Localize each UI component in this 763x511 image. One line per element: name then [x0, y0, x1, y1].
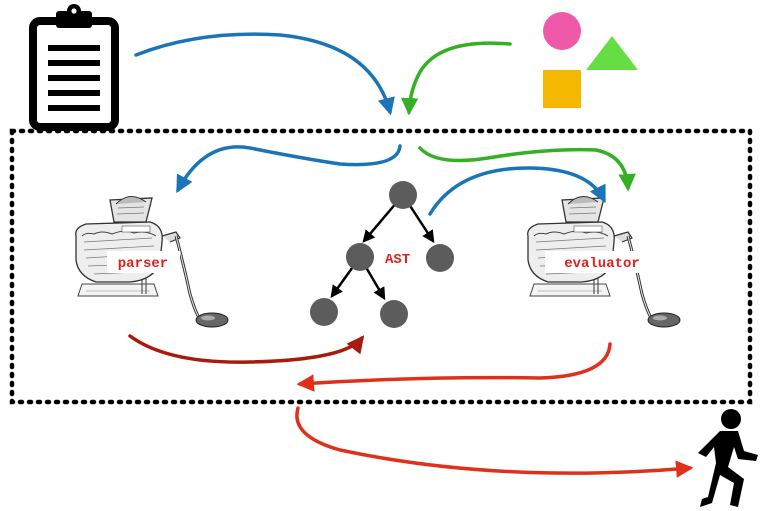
- red-arrow-evaluator-back: [296, 342, 612, 392]
- clipboard-icon: [29, 4, 119, 131]
- orange-square: [543, 70, 581, 108]
- blue-arrow-source-to-interpreter: [134, 32, 395, 116]
- ast-tree: [310, 181, 454, 328]
- pink-circle: [543, 12, 581, 50]
- ast-node: [346, 243, 374, 271]
- green-triangle: [586, 36, 638, 70]
- evaluator-label: evaluator: [564, 256, 640, 272]
- ast-node: [310, 298, 338, 326]
- shapes-icon: [543, 12, 638, 108]
- ast-node: [380, 300, 408, 328]
- green-arrow-values-to-interpreter: [400, 41, 512, 116]
- blue-arrow-to-parser: [176, 144, 402, 194]
- ast-label: AST: [385, 252, 410, 268]
- ast-node: [426, 244, 454, 272]
- parser-label: parser: [118, 256, 168, 272]
- red-arrow-to-runner: [295, 406, 694, 478]
- ast-node-root: [389, 181, 417, 209]
- darkred-arrow-parser-to-ast: [128, 334, 365, 364]
- interpreter-boundary: [9, 128, 753, 405]
- green-arrow-to-evaluator: [418, 146, 636, 192]
- blue-arrow-ast-to-evaluator: [428, 166, 606, 216]
- runner-icon: [698, 409, 758, 507]
